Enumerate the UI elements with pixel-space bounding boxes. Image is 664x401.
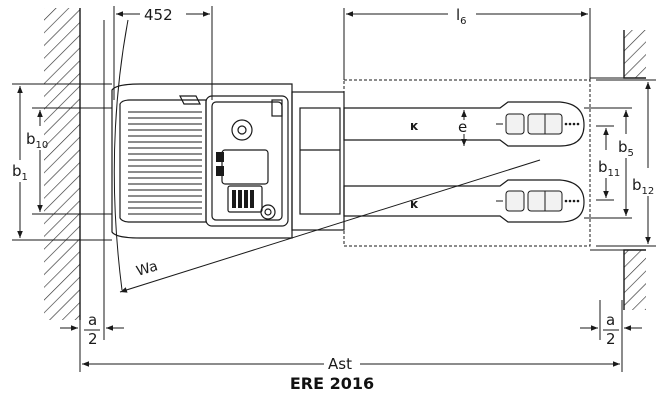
fork-lower — [343, 179, 585, 223]
dim-b12 — [596, 79, 656, 247]
dim-a2-left-num: a — [88, 311, 97, 329]
dim-b1-label: b1 — [12, 162, 28, 183]
truck-body — [111, 83, 345, 239]
dim-b11 — [596, 125, 614, 201]
dim-b5-label: b5 — [618, 138, 634, 159]
dim-b11-label: b11 — [598, 158, 620, 179]
dim-a2-left-den: 2 — [88, 330, 98, 348]
right-wall-bottom — [590, 249, 646, 310]
dim-a2-right-den: 2 — [606, 330, 616, 348]
dim-l6 — [343, 8, 591, 80]
dim-a2-right — [580, 300, 642, 372]
dim-e-label: e — [458, 118, 467, 136]
dim-l6-label: l6 — [456, 6, 467, 27]
battery-ribs — [128, 111, 202, 215]
fork-upper — [343, 101, 585, 147]
dim-a2-left — [60, 300, 124, 372]
dim-b10 — [32, 107, 112, 215]
fork-lower-arrow-icon: ĸ — [410, 197, 419, 211]
dim-452 — [113, 6, 213, 100]
dim-b12-label: b12 — [632, 176, 654, 197]
wa-label: Wa — [134, 258, 159, 280]
dim-452-label: 452 — [144, 6, 173, 24]
model-caption: ERE 2016 — [289, 374, 375, 393]
fork-upper-arrow-icon: ĸ — [410, 119, 419, 133]
dim-b5 — [584, 107, 632, 219]
left-wall — [44, 8, 81, 320]
dim-b10-label: b10 — [26, 130, 48, 151]
control-grille — [216, 152, 254, 208]
dim-a2-right-num: a — [606, 311, 615, 329]
right-wall-top — [590, 30, 646, 79]
dim-ast-label: Ast — [328, 355, 352, 373]
turning-geometry — [103, 19, 541, 320]
dim-b1 — [12, 83, 112, 241]
